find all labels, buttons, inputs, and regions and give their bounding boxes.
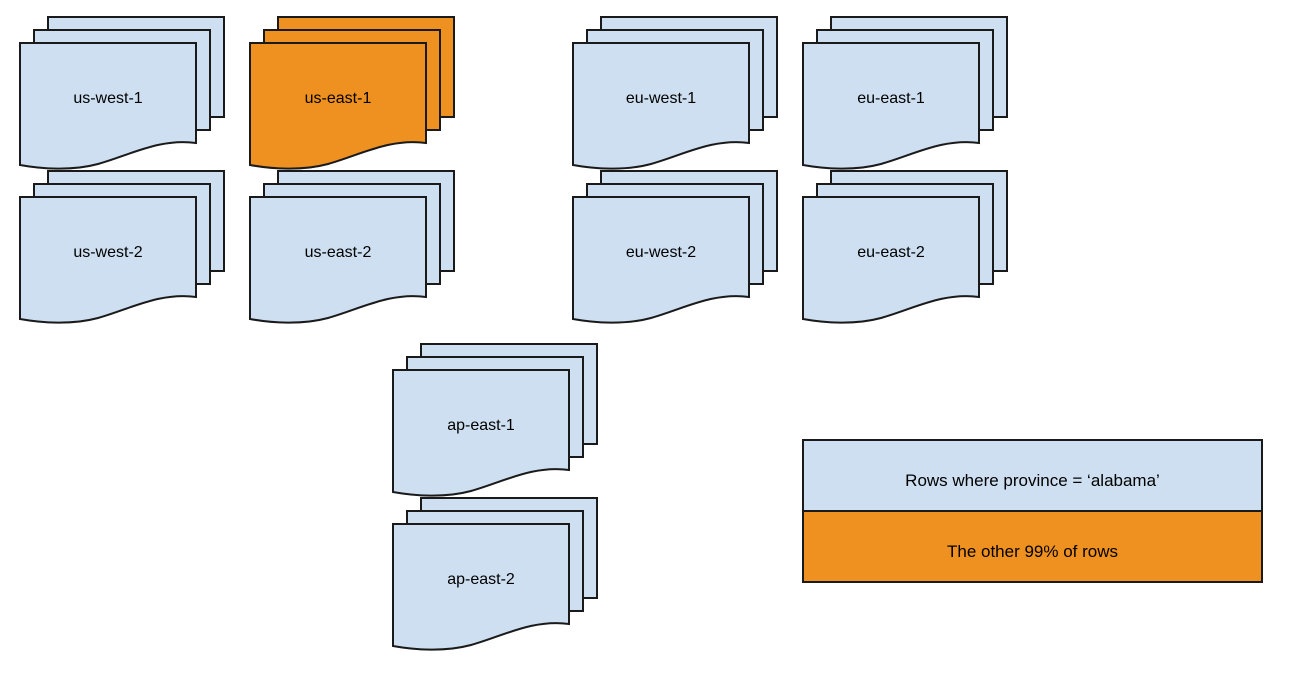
region-stack-us-west-2[interactable]: us-west-2 xyxy=(19,170,225,324)
region-stack-label: eu-east-1 xyxy=(857,90,925,107)
region-stack-eu-east-2[interactable]: eu-east-2 xyxy=(802,170,1008,324)
region-stack-label: eu-west-1 xyxy=(626,90,696,107)
legend-entry-label: The other 99% of rows xyxy=(947,542,1118,561)
legend-swatch xyxy=(802,439,1263,512)
legend-group: Rows where province = ‘alabama’ The other… xyxy=(802,439,1263,583)
region-stack-label: us-west-1 xyxy=(73,90,142,107)
legend-entry-legend-orange[interactable]: The other 99% of rows xyxy=(802,510,1263,583)
region-stack-us-west-1[interactable]: us-west-1 xyxy=(19,16,225,170)
legend-entry-label: Rows where province = ‘alabama’ xyxy=(905,471,1160,490)
region-stack-label: ap-east-2 xyxy=(447,571,515,588)
region-stack-eu-east-1[interactable]: eu-east-1 xyxy=(802,16,1008,170)
region-stack-eu-west-1[interactable]: eu-west-1 xyxy=(572,16,778,170)
region-stack-us-east-2[interactable]: us-east-2 xyxy=(249,170,455,324)
region-stack-ap-east-2[interactable]: ap-east-2 xyxy=(392,497,598,651)
region-stack-label: eu-east-2 xyxy=(857,244,925,261)
region-stack-ap-east-1[interactable]: ap-east-1 xyxy=(392,343,598,497)
region-stack-label: ap-east-1 xyxy=(447,417,515,434)
region-stack-eu-west-2[interactable]: eu-west-2 xyxy=(572,170,778,324)
region-stack-label: us-east-1 xyxy=(305,90,372,107)
region-stack-us-east-1[interactable]: us-east-1 xyxy=(249,16,455,170)
region-stack-label: us-east-2 xyxy=(305,244,372,261)
legend-swatch xyxy=(802,510,1263,583)
region-stack-label: eu-west-2 xyxy=(626,244,696,261)
legend-entry-legend-blue[interactable]: Rows where province = ‘alabama’ xyxy=(802,439,1263,512)
region-stack-label: us-west-2 xyxy=(73,244,142,261)
region-stacks-group: us-west-1 us-east-1 eu-west-1 eu-east-1 us-w… xyxy=(19,16,1008,651)
